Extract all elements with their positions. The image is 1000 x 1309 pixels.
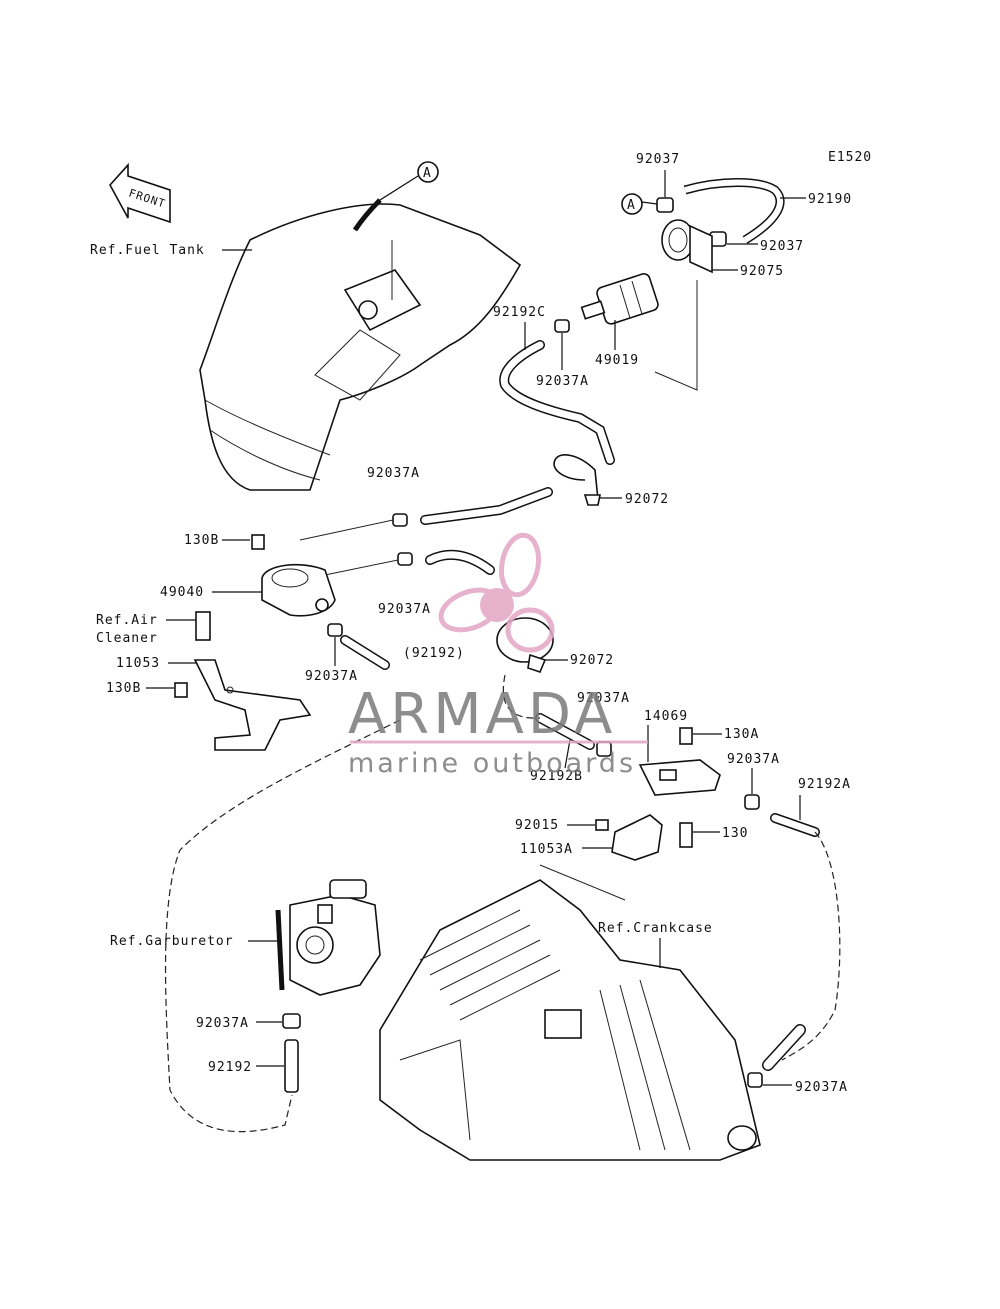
label-92072-1: 92072 (625, 492, 669, 507)
callout-a-top: A (423, 166, 432, 181)
label-92075: 92075 (740, 264, 784, 279)
clamp-92037-top (656, 197, 674, 213)
label-92037a-8: 92037A (795, 1080, 848, 1095)
clamp-92037a-1 (554, 319, 570, 333)
armada-watermark: ARMADA marine outboards (348, 532, 648, 779)
callout-a-circle (417, 161, 439, 183)
label-92192a: 92192A (798, 777, 851, 792)
label-130a: 130A (724, 727, 759, 742)
bolt-130b-2 (174, 682, 188, 698)
watermark-tagline: marine outboards (348, 748, 636, 779)
bolt-130 (679, 822, 693, 848)
propeller-logo-icon (438, 532, 555, 653)
label-92072-2: 92072 (570, 653, 614, 668)
callout-a-circle-2 (621, 193, 643, 215)
band-clamp-92072-1 (553, 454, 601, 506)
label-92192c: 92192C (493, 305, 546, 320)
clamp-92037a-4 (327, 623, 343, 637)
label-92037a-5: 92037A (577, 691, 630, 706)
bolt-130a (679, 727, 693, 745)
label-ref-air-2: Cleaner (96, 631, 158, 646)
bolt-130b-1 (251, 534, 265, 550)
label-130b-1: 130B (184, 533, 219, 548)
label-ref-carburetor: Ref.Garburetor (110, 934, 234, 949)
label-92037a-1: 92037A (536, 374, 589, 389)
clamp-92037a-8 (747, 1072, 763, 1088)
label-11053: 11053 (116, 656, 160, 671)
callout-a-hose: A (627, 198, 636, 213)
front-arrow-icon: FRONT (109, 162, 171, 224)
label-92037a-2: 92037A (367, 466, 420, 481)
label-ref-air-1: Ref.Air (96, 613, 158, 628)
label-14069: 14069 (644, 709, 688, 724)
diagram-code: E1520 (828, 150, 872, 165)
bracket-11053 (193, 659, 312, 751)
fuel-pump-49040 (261, 563, 336, 617)
label-130: 130 (722, 826, 748, 841)
label-92037a-3: 92037A (378, 602, 431, 617)
filter-holder-92075 (661, 219, 713, 274)
label-130b-2: 130B (106, 681, 141, 696)
label-49019: 49019 (595, 353, 639, 368)
watermark-brand: ARMADA (348, 682, 616, 747)
label-ref-crankcase: Ref.Crankcase (598, 921, 713, 936)
label-92192b: 92192B (530, 769, 583, 784)
carburetor (275, 879, 381, 996)
label-11053a: 11053A (520, 842, 573, 857)
band-clamp-92072-2 (496, 617, 554, 673)
label-92037-top: 92037 (636, 152, 680, 167)
label-92192: 92192 (208, 1060, 252, 1075)
label-92037a-7: 92037A (196, 1016, 249, 1031)
label-92190: 92190 (808, 192, 852, 207)
label-92192-paren: (92192) (403, 646, 465, 661)
bolt-air-cleaner (195, 611, 211, 641)
fuel-tank (199, 198, 522, 491)
clamp-mid-1 (392, 513, 408, 527)
label-92037a-6: 92037A (727, 752, 780, 767)
bracket-11053a (611, 814, 663, 861)
clamp-mid-2 (397, 552, 413, 566)
label-92037a-4: 92037A (305, 669, 358, 684)
label-49040: 49040 (160, 585, 204, 600)
clip-92015 (595, 819, 609, 831)
valve-14069 (638, 759, 721, 796)
hose-92192 (284, 1039, 299, 1093)
clamp-92037a-6 (744, 794, 760, 810)
label-ref-fuel-tank: Ref.Fuel Tank (90, 243, 205, 258)
crankcase (379, 879, 761, 1161)
label-92015: 92015 (515, 818, 559, 833)
clamp-92037a-7 (282, 1013, 301, 1029)
label-92037-right: 92037 (760, 239, 804, 254)
fuel-filter-49019 (580, 273, 659, 325)
